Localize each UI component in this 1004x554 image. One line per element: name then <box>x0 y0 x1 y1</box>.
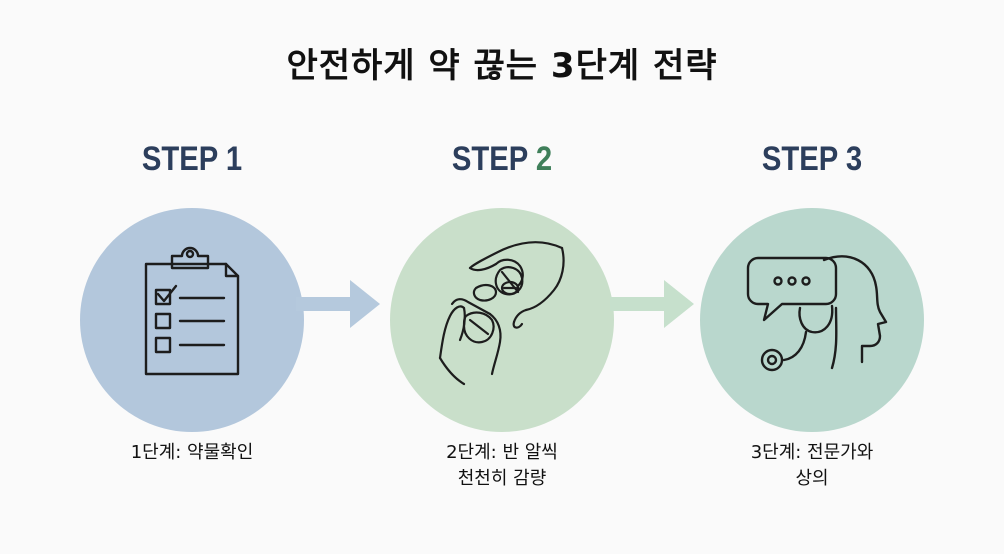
step-1: STEP 1 1단계: 약물확인 <box>80 140 304 500</box>
step-2-caption-line-1: 2단계: 반 알씩 <box>446 442 558 463</box>
step-3: STEP 3 3단계: 전문가와 상의 <box>700 140 924 500</box>
step-1-caption: 1단계: 약물확인 <box>60 440 324 466</box>
step-3-circle <box>700 208 924 432</box>
step-2-label-text: STEP 2 <box>452 140 552 178</box>
step-2-label-number: 2 <box>535 140 553 178</box>
arrow-right-icon <box>296 280 380 328</box>
step-1-caption-line-1: 1단계: 약물확인 <box>130 442 254 463</box>
step-3-caption: 3단계: 전문가와 상의 <box>680 440 944 492</box>
clipboard-checklist-icon <box>144 246 240 376</box>
step-3-caption-line-2: 상의 <box>795 468 829 489</box>
step-3-caption-line-1: 3단계: 전문가와 <box>750 442 874 463</box>
step-3-label: STEP 3 <box>761 140 863 178</box>
page-title: 안전하게 약 끊는 3단계 전략 <box>286 46 718 86</box>
hands-splitting-pill-icon <box>438 241 565 386</box>
step-2-label-word: STEP <box>451 140 536 178</box>
step-2: STEP 2 <box>390 140 614 500</box>
consult-expert-stethoscope-icon <box>746 255 888 372</box>
step-2-caption-line-2: 천천히 감량 <box>457 468 547 489</box>
step-2-caption: 2단계: 반 알씩 천천히 감량 <box>370 440 634 492</box>
arrow-right-icon <box>610 280 694 328</box>
step-1-circle <box>80 208 304 432</box>
step-2-label: STEP 2 <box>406 140 599 179</box>
step-2-circle <box>390 208 614 432</box>
step-1-label: STEP 1 <box>141 140 243 178</box>
